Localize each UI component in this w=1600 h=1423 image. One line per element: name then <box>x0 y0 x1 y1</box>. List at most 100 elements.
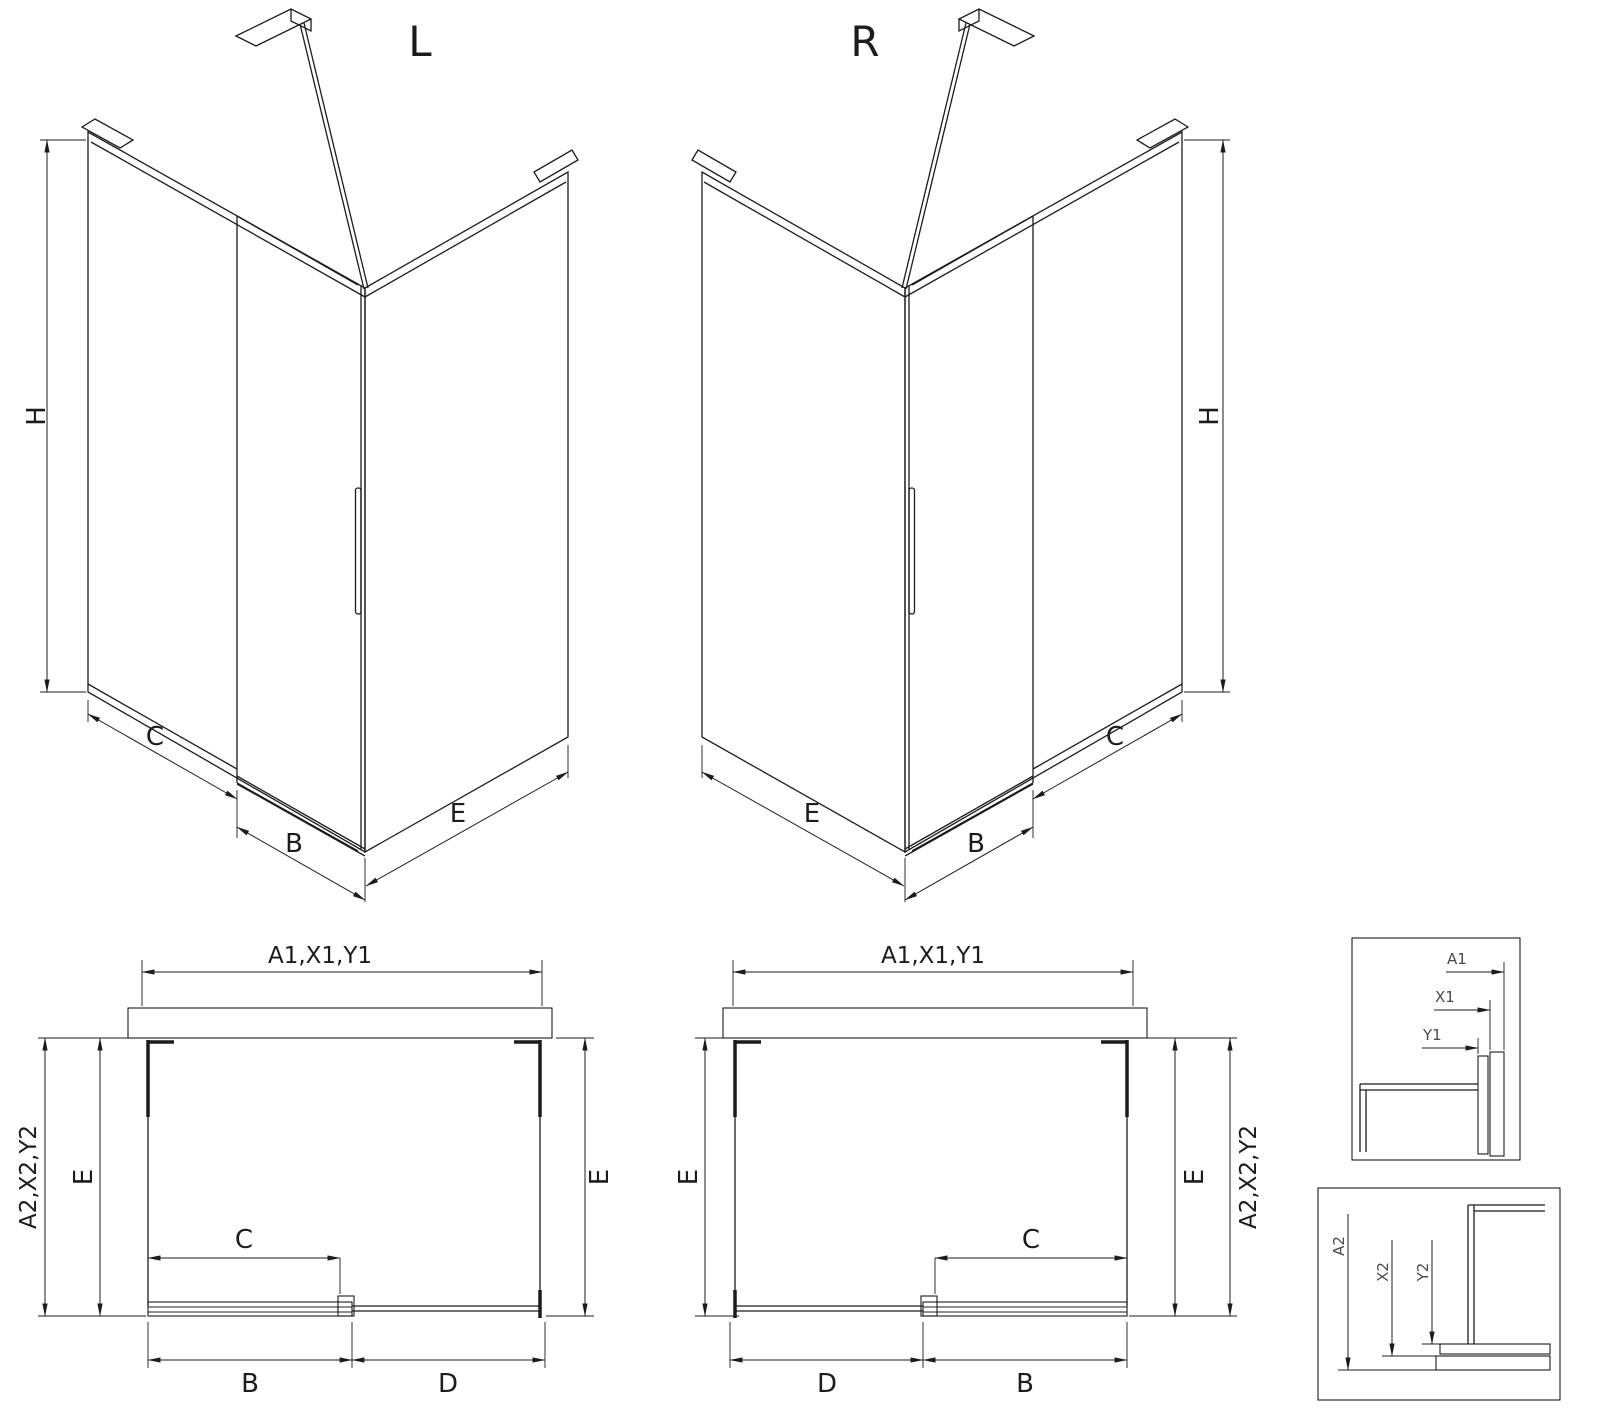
dim-label-x2: X2 <box>1374 1262 1392 1282</box>
support-bar <box>299 22 369 290</box>
dim-label-x1: X1 <box>1435 988 1455 1006</box>
right-glass-panel <box>904 130 1183 854</box>
wall-profile-section <box>1477 1055 1489 1155</box>
right-top-rail <box>364 181 567 298</box>
right-wall-profile <box>514 1040 542 1117</box>
plan-l-dim-e-right: E <box>546 1037 615 1317</box>
dim-label-a2x2y2: A2,X2,Y2 <box>1236 1125 1262 1229</box>
glass-section <box>1359 1083 1478 1152</box>
right-top-rail <box>904 141 1180 298</box>
sliding-door <box>922 1301 1128 1317</box>
dim-label-b: B <box>241 1369 259 1399</box>
sliding-door <box>147 1301 353 1317</box>
iso-r-dim-h: H <box>1184 139 1230 693</box>
iso-r-dim-c: C <box>1032 700 1183 812</box>
dim-label-c: C <box>235 1225 253 1255</box>
dim-label-a2x2y2: A2,X2,Y2 <box>16 1125 42 1229</box>
right-glass-panel <box>364 170 569 854</box>
dim-label-e: E <box>804 799 820 829</box>
dim-label-y1: Y1 <box>1422 1026 1442 1044</box>
dim-label-a1: A1 <box>1447 950 1467 968</box>
wall-section <box>722 1007 1148 1039</box>
dim-label-e: E <box>450 799 466 829</box>
detail-bottom-profile: A2 X2 Y2 <box>1317 1187 1561 1401</box>
dim-label-a1x1y1: A1,X1,Y1 <box>881 943 985 969</box>
iso-l-dim-h: H <box>22 139 86 693</box>
view-title-right: R <box>850 17 879 66</box>
dim-label-b: B <box>967 829 985 859</box>
left-wall-profile <box>733 1040 761 1117</box>
bottom-profile-section <box>1439 1343 1551 1355</box>
plan-r-dim-e-right: E <box>1172 1037 1210 1317</box>
plan-r-glass <box>733 1040 1129 1318</box>
wall-bracket-left <box>80 118 135 149</box>
detail-dim-x1: X1 <box>1434 988 1491 1050</box>
wall-hatch-section <box>1489 1051 1505 1157</box>
dim-label-c: C <box>1022 1225 1040 1255</box>
iso-l-dim-c: C <box>87 700 238 812</box>
dim-label-d: D <box>817 1369 837 1399</box>
door-rail-lines <box>923 1306 1127 1313</box>
detail-dim-a2: A2 <box>1330 1214 1436 1371</box>
dim-label-c: C <box>1106 722 1124 752</box>
detail-box-border <box>1317 1187 1561 1401</box>
dim-label-c: C <box>146 722 164 752</box>
support-bar <box>901 22 971 290</box>
door-stop-block <box>337 1295 355 1317</box>
door-handle <box>908 487 916 615</box>
dim-label-e-left: E <box>674 1169 704 1185</box>
plan-l-dim-e-left: E <box>69 1037 103 1317</box>
dim-label-h: H <box>22 406 52 426</box>
dim-label-a2: A2 <box>1330 1236 1348 1256</box>
dim-label-d: D <box>438 1369 458 1399</box>
iso-r-glass-panels <box>691 8 1190 857</box>
view-title-left: L <box>408 17 432 66</box>
wall-bracket-right <box>1135 118 1190 149</box>
wall-bracket-right <box>533 149 579 183</box>
detail-dim-x2: X2 <box>1374 1240 1436 1357</box>
plan-l-dim-c: C <box>147 1225 341 1294</box>
dim-label-e-left: E <box>69 1169 99 1185</box>
detail-dim-y2: Y2 <box>1414 1240 1464 1345</box>
left-top-rail <box>703 181 906 298</box>
bottom-track <box>904 683 1183 857</box>
dim-label-e-right: E <box>1180 1169 1210 1185</box>
dim-label-a1x1y1: A1,X1,Y1 <box>268 943 372 969</box>
door-rail-lines <box>148 1306 352 1313</box>
plan-view-right: A1,X1,Y1 E C D B E A2,X2,Y2 <box>674 943 1262 1399</box>
wall-section <box>127 1007 553 1039</box>
left-top-rail <box>90 141 366 298</box>
plan-r-dim-d: D <box>729 1322 924 1399</box>
wall-bracket-left <box>691 149 737 183</box>
front-fixed-panel <box>735 1305 923 1312</box>
front-fixed-panel <box>352 1305 540 1312</box>
iso-l-dim-e: E <box>365 745 569 887</box>
dim-label-y2: Y2 <box>1414 1263 1432 1283</box>
detail-box-border <box>1351 937 1521 1161</box>
glass-section <box>1467 1204 1545 1344</box>
plan-r-dim-c: C <box>934 1225 1128 1294</box>
floor-hatch-section <box>1435 1355 1551 1371</box>
left-glass-panel <box>87 130 366 854</box>
plan-r-dim-b: B <box>922 1322 1128 1399</box>
plan-r-dim-top: A1,X1,Y1 <box>732 943 1134 1006</box>
plan-view-left: A1,X1,Y1 A2,X2,Y2 E C B D E <box>16 943 615 1399</box>
plan-l-glass <box>146 1040 542 1318</box>
plan-l-dim-d: D <box>351 1322 546 1399</box>
sliding-door <box>911 215 1034 852</box>
right-wall-profile <box>1101 1040 1129 1117</box>
ceiling-bracket <box>957 8 1036 47</box>
ceiling-bracket <box>234 8 313 47</box>
iso-r-dim-e: E <box>701 745 905 887</box>
door-stop-block <box>920 1295 938 1317</box>
bottom-track <box>87 683 366 857</box>
detail-dim-a1: A1 <box>1446 950 1505 1050</box>
plan-l-dim-a2x2y2: A2,X2,Y2 <box>16 1037 146 1317</box>
left-glass-panel <box>701 170 906 854</box>
plan-r-dim-e-left: E <box>674 1037 739 1317</box>
iso-view-right: R H C B <box>691 8 1230 902</box>
plan-l-dim-b: B <box>147 1322 353 1399</box>
plan-r-dim-a2x2y2: A2,X2,Y2 <box>1129 1037 1262 1317</box>
